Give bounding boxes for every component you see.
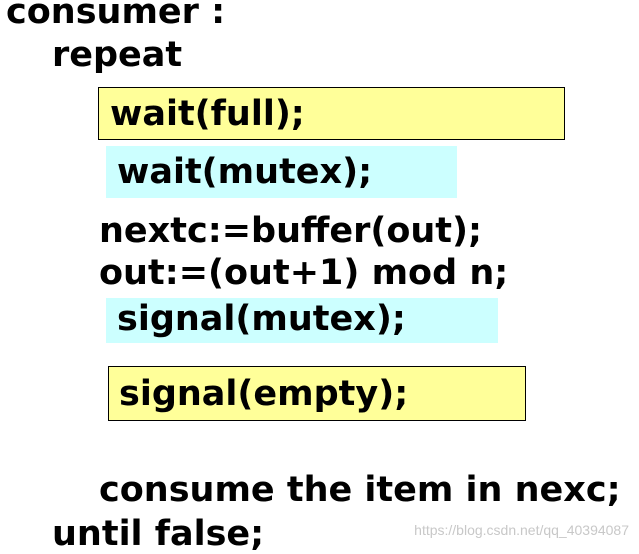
wait-full-highlight: wait(full); xyxy=(98,87,565,140)
wait-mutex-statement: wait(mutex); xyxy=(117,152,373,192)
repeat-keyword: repeat xyxy=(52,35,183,75)
consumer-header: consumer : xyxy=(6,0,226,32)
signal-mutex-statement: signal(mutex); xyxy=(117,299,406,339)
watermark: https://blog.csdn.net/qq_40394087 xyxy=(414,522,629,538)
out-update-statement: out:=(out+1) mod n; xyxy=(99,253,509,293)
wait-mutex-highlight: wait(mutex); xyxy=(106,146,457,198)
consume-statement: consume the item in nexc; xyxy=(99,470,621,510)
signal-mutex-highlight: signal(mutex); xyxy=(106,298,498,343)
until-statement: until false; xyxy=(52,514,265,554)
signal-empty-statement: signal(empty); xyxy=(119,374,409,414)
wait-full-statement: wait(full); xyxy=(110,94,305,134)
nextc-statement: nextc:=buffer(out); xyxy=(99,211,483,251)
signal-empty-highlight: signal(empty); xyxy=(108,366,526,421)
